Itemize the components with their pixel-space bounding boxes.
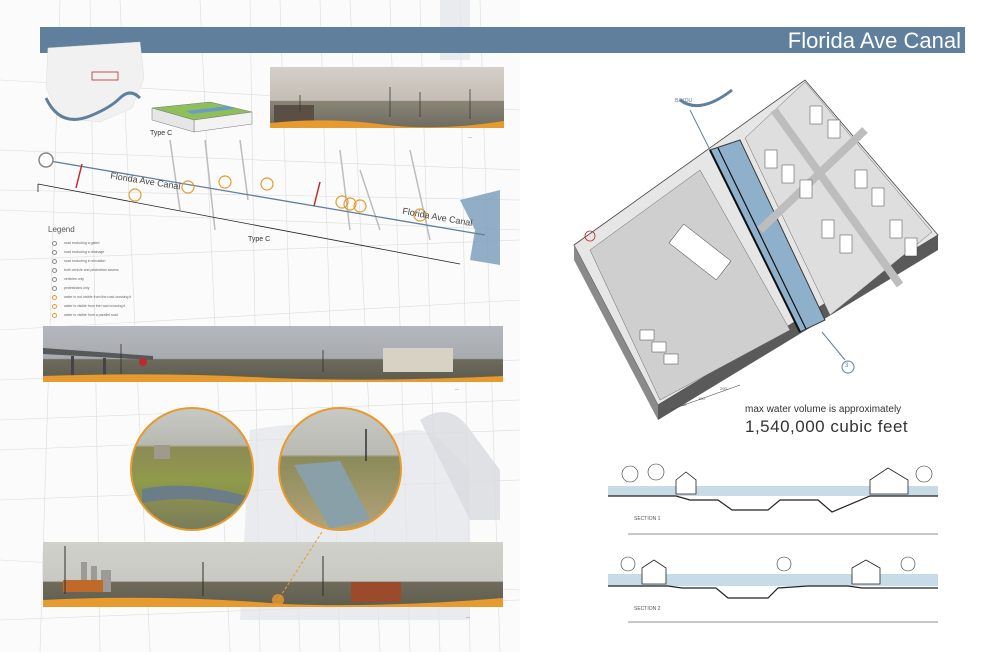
section-2-graphic [608, 556, 938, 623]
circle-photo-right [278, 407, 402, 531]
legend: Legend road excluding a gated road exclu… [48, 225, 188, 318]
scale-note-bottom: — [466, 614, 470, 619]
section-1-drawing: SECTION 1 [608, 460, 948, 540]
marker-3: 3 [845, 363, 849, 369]
legend-marker [52, 241, 57, 246]
title-banner: Florida Ave Canal [40, 27, 965, 53]
legend-marker [52, 250, 57, 255]
legend-marker [52, 295, 57, 300]
axonometric-diagram: BAYOU 3 0' 50' 100' 200' [560, 70, 960, 420]
type-c-block-diagram: Type C [150, 98, 255, 143]
legend-item: pedestrians only [64, 286, 90, 290]
max-volume-label: max water volume is approximately [745, 404, 902, 415]
legend-item: water is visible from a parallel road [64, 313, 118, 317]
circle-photo-left [130, 407, 254, 531]
panorama-bottom-graphic [43, 546, 503, 607]
legend-item: water is not visible from the road cross… [64, 295, 132, 299]
scale-50: 50' [682, 402, 688, 407]
section-2-drawing: SECTION 2 [608, 550, 948, 630]
scale-0: 0' [665, 408, 668, 413]
legend-marker [52, 268, 57, 273]
volume-value: 1,540,000 cubic feet [745, 417, 909, 436]
locator-map-graphic [44, 41, 145, 123]
legend-item: road excluding a gated [64, 241, 100, 245]
legend-marker [52, 313, 57, 318]
section-1-label: SECTION 1 [634, 516, 661, 522]
canal-map: Florida Ave Canal Florida Ave Canal Type… [30, 139, 500, 325]
scale-note-top: — [468, 134, 472, 139]
type-c-label-top: Type C [150, 130, 173, 137]
panorama-middle-graphic [43, 344, 503, 382]
callout-connector [272, 531, 323, 606]
legend-title: Legend [48, 225, 75, 234]
block-diagram-graphic [151, 101, 253, 133]
legend-item: road excluding a drainage [64, 250, 105, 254]
canal-map-graphic [37, 139, 500, 265]
circle-photo-left-graphic [142, 445, 252, 509]
section-2-label: SECTION 2 [634, 606, 661, 612]
section-1-graphic [608, 463, 938, 535]
page-title: Florida Ave Canal [787, 28, 961, 53]
legend-marker [52, 259, 57, 264]
axonometric-graphic [573, 79, 939, 420]
scale-200: 200' [720, 386, 728, 391]
legend-item: road excluding in elevation [64, 259, 106, 263]
panorama-photo-top [270, 67, 504, 128]
circle-photo-right-graphic [294, 429, 370, 529]
panorama-photo-middle [43, 326, 503, 382]
scale-note-middle: — [455, 386, 459, 391]
type-c-label-bottom: Type C [248, 236, 271, 243]
legend-item: water is visible from the road crossing … [64, 304, 126, 308]
legend-item: vehicles only [64, 277, 85, 281]
panorama-photo-bottom [43, 542, 503, 607]
scale-100: 100' [698, 396, 706, 401]
legend-item: both vehicle and pedestrian access [64, 268, 119, 272]
locator-map [40, 38, 150, 136]
bayou-label: BAYOU [675, 98, 693, 104]
legend-marker [52, 277, 57, 282]
panorama-top-graphic [270, 87, 504, 128]
legend-marker [52, 286, 57, 291]
legend-marker [52, 304, 57, 309]
